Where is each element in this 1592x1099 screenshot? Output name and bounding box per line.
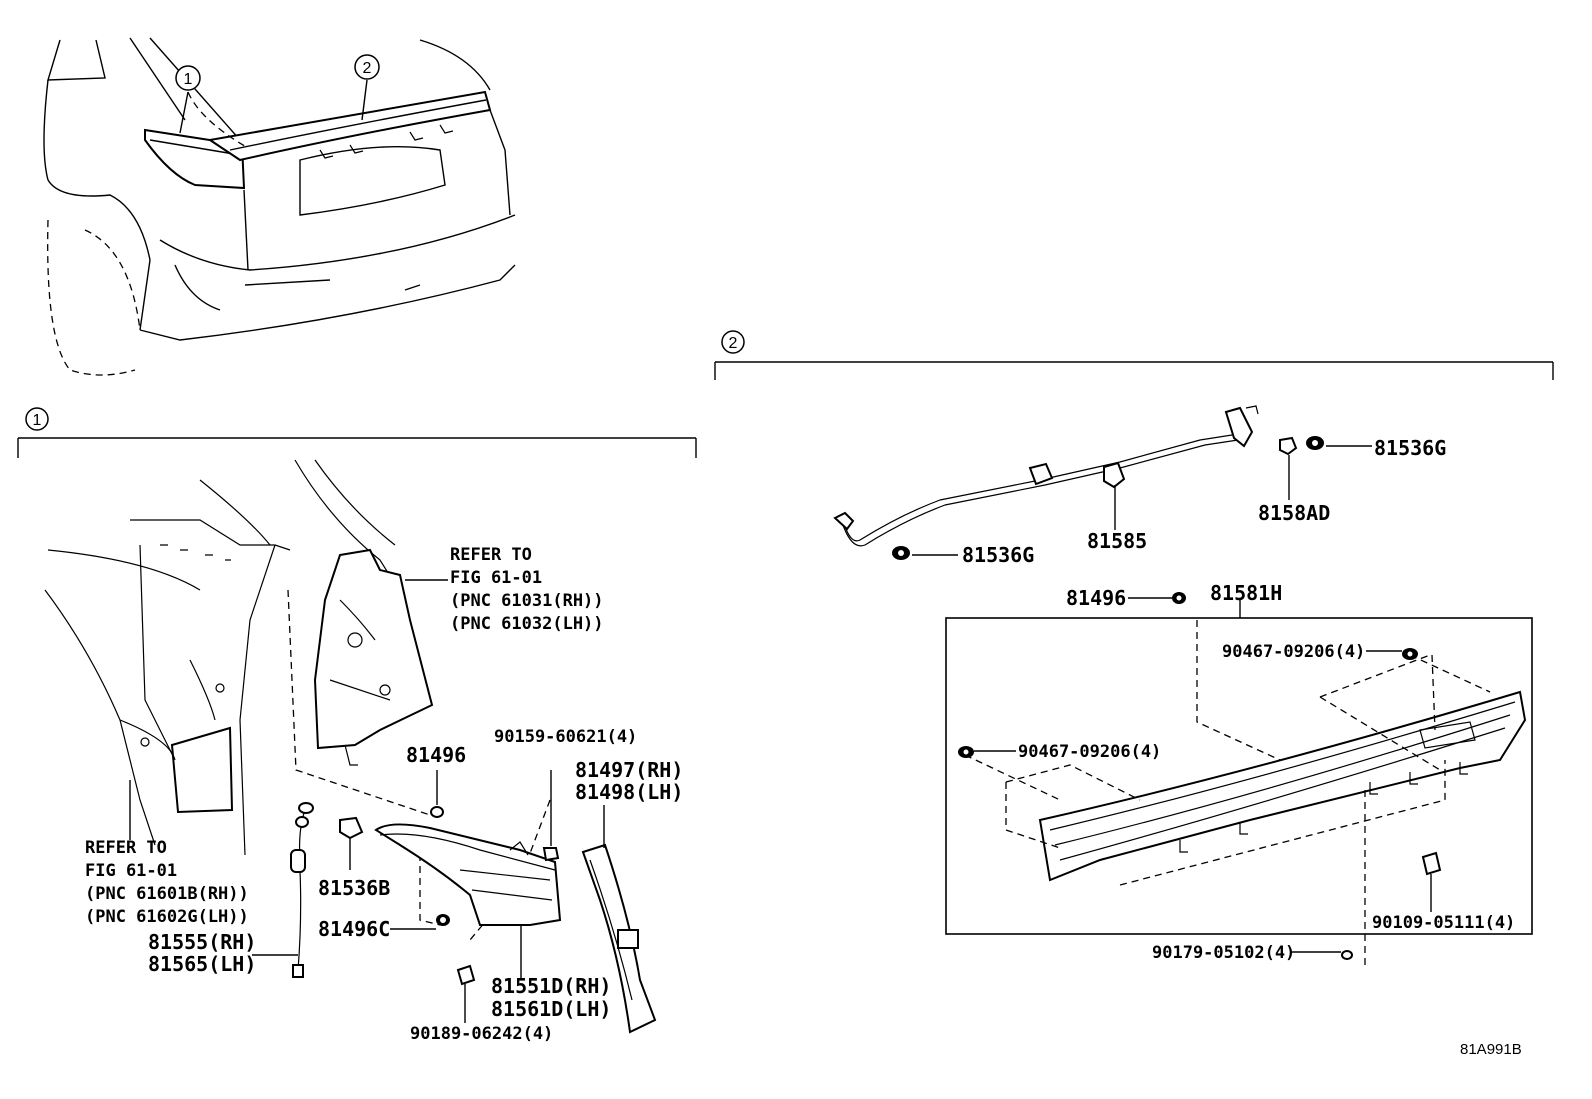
quarter-panel-illustration (44, 479, 291, 856)
svg-text:(PNC 61032(LH)): (PNC 61032(LH)) (450, 614, 604, 634)
svg-text:1: 1 (33, 412, 42, 429)
vehicle-overview-illustration (43, 37, 516, 376)
label-81536G-a: 81536G (1374, 436, 1446, 460)
label-81561D-lh: 81561D(LH) (491, 997, 611, 1021)
svg-text:FIG 61-01: FIG 61-01 (85, 861, 177, 881)
clip-81536B (339, 816, 364, 870)
screw-90159 (542, 770, 560, 862)
screw-90189 (456, 964, 476, 1023)
refer-note-left: REFER TO FIG 61-01 (PNC 61601B(RH)) (PNC… (85, 838, 249, 927)
section-1-frame: 1 (17, 407, 697, 458)
callout-2-overview: 2 (354, 54, 380, 80)
dashed-alignment-lines-section2 (964, 620, 1491, 968)
screw-90467-b (958, 746, 1016, 758)
label-90467-b: 90467-09206(4) (1018, 742, 1161, 762)
screw-90467-a (1366, 648, 1418, 660)
svg-text:1: 1 (184, 71, 193, 88)
svg-text:REFER TO: REFER TO (450, 545, 532, 565)
svg-text:(PNC 61031(RH)): (PNC 61031(RH)) (450, 591, 604, 611)
nut-81496C (390, 914, 450, 930)
nut-81496-sec1 (430, 770, 444, 818)
refer-note-right: REFER TO FIG 61-01 (PNC 61031(RH)) (PNC … (450, 545, 604, 634)
svg-text:2: 2 (363, 60, 372, 77)
clip-81536G-b (892, 546, 958, 560)
svg-text:(PNC 61601B(RH)): (PNC 61601B(RH)) (85, 884, 249, 904)
wire-harness-81585 (833, 405, 1259, 547)
taillamp-81551D (374, 823, 562, 978)
label-81555-rh: 81555(RH) (148, 930, 256, 954)
garnish-box-frame (945, 598, 1533, 935)
label-90189-06242: 90189-06242(4) (410, 1024, 553, 1044)
label-90467-a: 90467-09206(4) (1222, 642, 1365, 662)
nut-90179 (1292, 950, 1353, 960)
label-81536G-b: 81536G (962, 543, 1034, 567)
label-81498-lh: 81498(LH) (575, 780, 683, 804)
label-8158AD: 8158AD (1258, 501, 1330, 525)
callout-1-overview: 1 (175, 65, 201, 91)
clip-81536G-a (1306, 436, 1372, 450)
garnish-81581H (1038, 690, 1527, 882)
inner-pillar-illustration (294, 459, 448, 766)
label-81496C: 81496C (318, 917, 390, 941)
label-81581H: 81581H (1210, 581, 1282, 605)
label-81496-sec2: 81496 (1066, 586, 1126, 610)
label-90179-05102: 90179-05102(4) (1152, 943, 1295, 963)
figure-code: 81A991B (1460, 1041, 1522, 1058)
label-90109-05111: 90109-05111(4) (1372, 913, 1515, 933)
label-90159-60621: 90159-60621(4) (494, 727, 637, 747)
trim-81497 (581, 805, 657, 1034)
label-81536B: 81536B (318, 876, 390, 900)
bolt-90109 (1421, 851, 1442, 912)
svg-text:FIG 61-01: FIG 61-01 (450, 568, 542, 588)
svg-text:(PNC 61602G(LH)): (PNC 61602G(LH)) (85, 907, 249, 927)
section-2-frame: 2 (714, 330, 1554, 380)
label-81551D-rh: 81551D(RH) (491, 974, 611, 998)
wire-harness-81555 (290, 802, 314, 978)
clip-8158AD (1279, 436, 1298, 500)
svg-text:2: 2 (729, 335, 738, 352)
label-81497-rh: 81497(RH) (575, 758, 683, 782)
label-81585: 81585 (1087, 529, 1147, 553)
svg-text:REFER TO: REFER TO (85, 838, 167, 858)
nut-81496-sec2 (1128, 592, 1186, 604)
label-81565-lh: 81565(LH) (148, 952, 256, 976)
label-81496-sec1: 81496 (406, 743, 466, 767)
